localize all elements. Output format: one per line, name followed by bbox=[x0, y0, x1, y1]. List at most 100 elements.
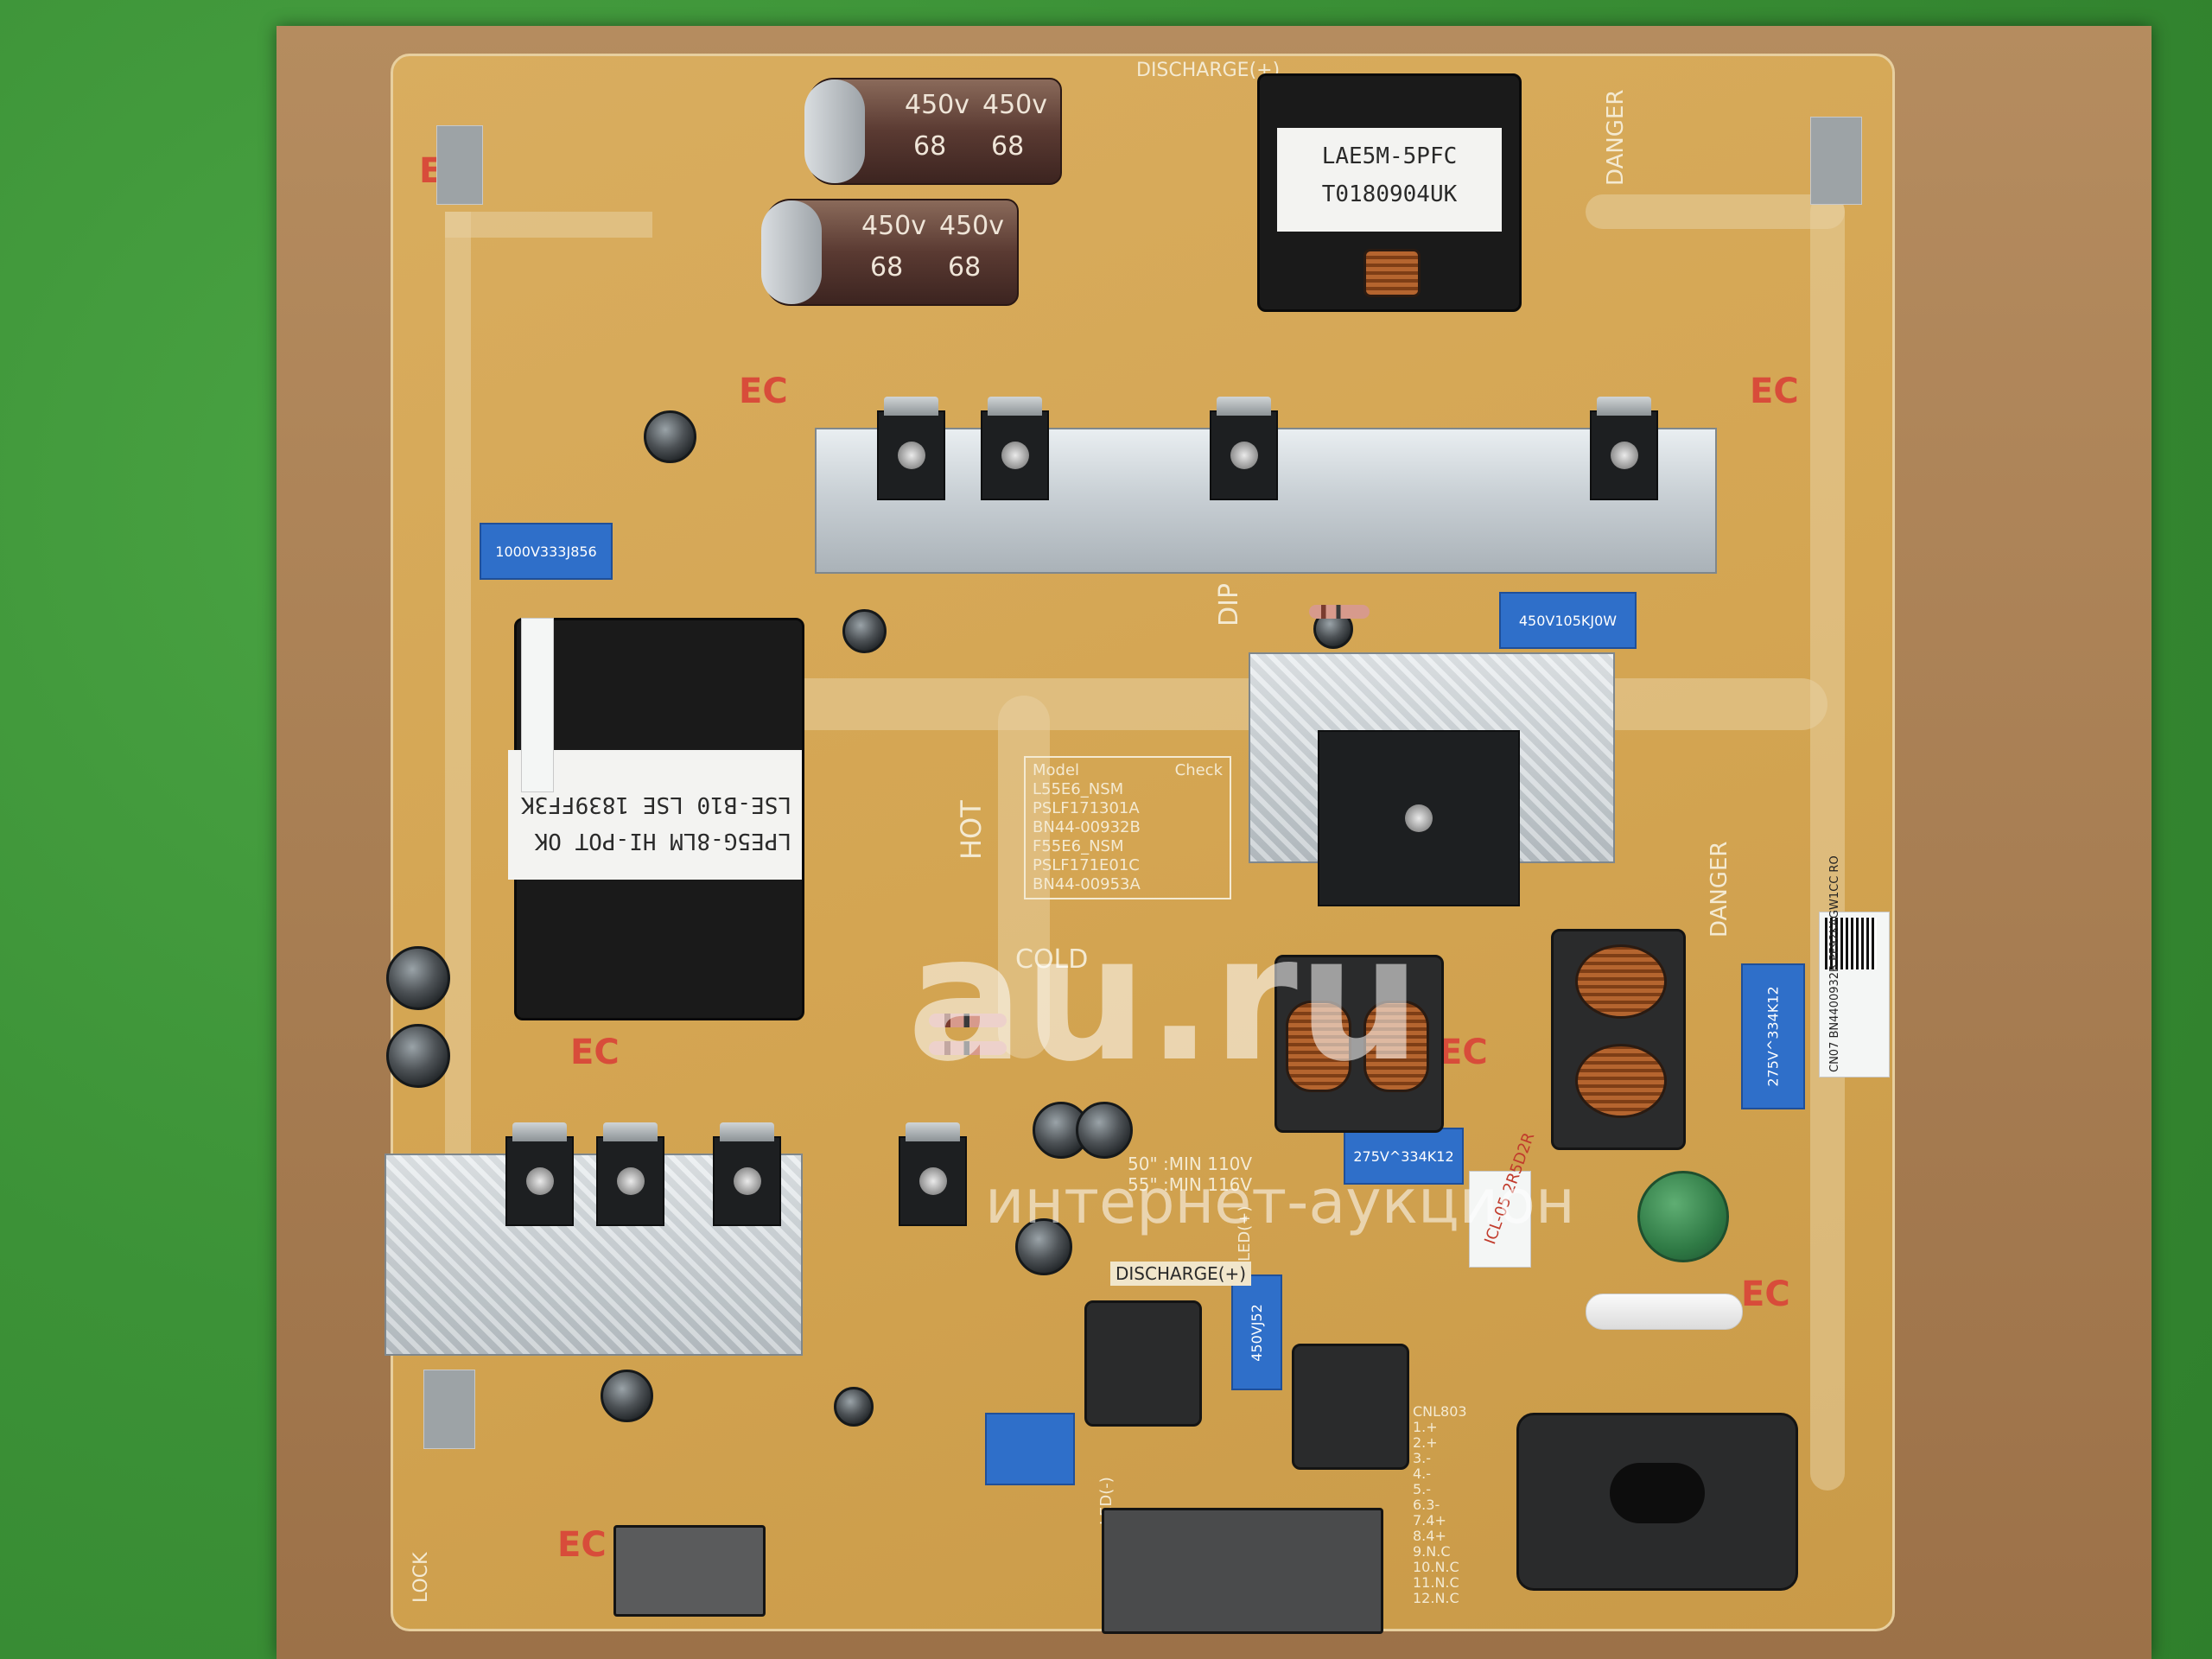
model-row: PSLF171E01C bbox=[1033, 856, 1140, 874]
side-label-line: RO bbox=[1828, 855, 1841, 873]
cnl-pin: 5.- bbox=[1413, 1481, 1432, 1497]
common-mode-choke bbox=[1274, 955, 1444, 1133]
cnl-pin: 2.+ bbox=[1413, 1434, 1438, 1451]
film-capacitor bbox=[985, 1413, 1075, 1485]
model-row: BN44-00932B bbox=[1033, 818, 1141, 836]
copper-winding bbox=[1575, 944, 1667, 1019]
ec-mark: EC bbox=[1439, 1033, 1488, 1072]
electrolytic-capacitor-450v: 450v 450v 68 68 bbox=[761, 199, 1019, 306]
c7-socket bbox=[1610, 1463, 1705, 1523]
electrolytic-capacitor-450v: 450v 450v 68 68 bbox=[804, 78, 1062, 185]
hot-label: HOT bbox=[955, 800, 988, 860]
cnl-pin: 7.4+ bbox=[1413, 1512, 1446, 1529]
mosfet bbox=[877, 397, 945, 500]
mosfet bbox=[981, 397, 1049, 500]
resistor bbox=[929, 1041, 1007, 1055]
inrush-limiter-label: ICL-05 2R5D2R bbox=[1469, 1130, 1538, 1268]
output-inductor bbox=[1084, 1300, 1202, 1427]
cold-label: COLD bbox=[1015, 944, 1089, 975]
cap-voltage-label: 450v bbox=[939, 211, 1005, 241]
mosfet bbox=[1210, 397, 1278, 500]
ac-power-inlet bbox=[1516, 1413, 1798, 1591]
side-label-line: CN07 bbox=[1828, 1041, 1841, 1072]
lock-label: LOCK bbox=[410, 1552, 432, 1603]
min-spec-text: 50" :MIN 110V 55" :MIN 116V bbox=[1128, 1154, 1252, 1195]
cnl-pin: 8.4+ bbox=[1413, 1528, 1446, 1544]
resistor bbox=[1309, 605, 1370, 619]
cap-voltage-label: 450v bbox=[861, 211, 927, 241]
watermark-logo: au.ru bbox=[907, 899, 1421, 1100]
cnl-pin: 12.N.C bbox=[1413, 1590, 1459, 1606]
electrolytic-capacitor bbox=[834, 1387, 874, 1427]
resistor bbox=[929, 1014, 1007, 1027]
copper-winding bbox=[1286, 1001, 1351, 1092]
cnl-pin: 9.N.C bbox=[1413, 1543, 1451, 1560]
side-label-line: BN4400932B bbox=[1828, 964, 1841, 1039]
pfc-transformer: LAE5M-5PFC T0180904UK bbox=[1257, 73, 1522, 312]
qr-code-icon bbox=[1825, 918, 1877, 969]
trace bbox=[445, 212, 471, 1249]
watermark-tagline: интернет-аукцион bbox=[985, 1166, 1575, 1237]
cap-uf-label: 68 bbox=[870, 252, 904, 283]
model-row: PSLF171301A bbox=[1033, 799, 1140, 817]
cap-uf-label: 68 bbox=[991, 131, 1025, 162]
main-flyback-transformer: LPE5G-8LM HI-POT OK LSE-B10 LSE 1839FF3K bbox=[508, 618, 804, 1020]
model-row: F55E6_NSM bbox=[1033, 837, 1124, 855]
cnl-pin: 6.3- bbox=[1413, 1497, 1440, 1513]
mounting-lug bbox=[423, 1370, 475, 1449]
film-cap-label: 275V^334K12 bbox=[1764, 986, 1782, 1087]
film-cap-label: 275V^334K12 bbox=[1353, 1147, 1454, 1165]
mounting-lug bbox=[1810, 117, 1862, 205]
mounting-lug bbox=[436, 125, 483, 205]
cap-uf-label: 68 bbox=[913, 131, 947, 162]
ec-mark: EC bbox=[1741, 1274, 1790, 1314]
copper-winding bbox=[1363, 249, 1421, 297]
film-capacitor: 1000V333J856 bbox=[480, 523, 613, 580]
model-row: L55E6_NSM bbox=[1033, 780, 1124, 798]
electrolytic-capacitor bbox=[1015, 1218, 1072, 1275]
mosfet bbox=[505, 1122, 574, 1226]
min-spec-line: 50" :MIN 110V bbox=[1128, 1154, 1253, 1174]
trace bbox=[1810, 194, 1845, 1491]
barcode-strip bbox=[521, 618, 554, 792]
cap-uf-label: 68 bbox=[948, 252, 982, 283]
electrolytic-capacitor bbox=[386, 946, 450, 1010]
mosfet bbox=[713, 1122, 781, 1226]
connector-pin-list: CNL803 1.+ 2.+ 3.- 4.- 5.- 6.3- 7.4+ 8.4… bbox=[1413, 1404, 1467, 1606]
danger-label-top: DANGER bbox=[1603, 89, 1629, 186]
film-cap-label: 450VJ52 bbox=[1249, 1303, 1265, 1362]
cap-voltage-label: 450v bbox=[982, 90, 1048, 120]
pfc-label-line1: LAE5M-5PFC bbox=[1321, 143, 1458, 169]
cnl-pin: 11.N.C bbox=[1413, 1574, 1459, 1591]
film-capacitor: 450V105KJ0W bbox=[1499, 592, 1637, 649]
cnl-pin: 10.N.C bbox=[1413, 1559, 1459, 1575]
danger-label-bottom: DANGER bbox=[1707, 841, 1732, 938]
fuse bbox=[1586, 1294, 1743, 1330]
ec-mark: EC bbox=[739, 372, 788, 411]
copper-winding bbox=[1363, 1001, 1429, 1092]
output-inductor bbox=[1292, 1344, 1409, 1470]
mosfet bbox=[596, 1122, 664, 1226]
side-label-text: CN07 BN4400932B PF92KAGW1CC RO bbox=[1828, 855, 1841, 1072]
power-supply-board: DISCHARGE(+) DIP HOT COLD DANGER DANGER … bbox=[385, 54, 1895, 1634]
film-cap-label: 1000V333J856 bbox=[495, 543, 597, 560]
trace bbox=[1586, 194, 1845, 229]
film-capacitor: 275V^334K12 bbox=[1741, 963, 1805, 1109]
signal-connector bbox=[613, 1525, 766, 1617]
model-table: Model Check L55E6_NSM PSLF171301A BN44-0… bbox=[1024, 756, 1231, 899]
common-mode-choke bbox=[1551, 929, 1686, 1150]
model-header: Model bbox=[1033, 761, 1080, 779]
pfc-label-line2: T0180904UK bbox=[1321, 181, 1458, 207]
model-row: BN44-00953A bbox=[1033, 875, 1141, 893]
model-check: Check bbox=[1174, 761, 1223, 779]
cnl-pin: 3.- bbox=[1413, 1450, 1432, 1466]
main-xfmr-line1: LPE5G-8LM HI-POT OK bbox=[534, 828, 791, 854]
cnl-header: CNL803 bbox=[1413, 1403, 1467, 1420]
electrolytic-capacitor bbox=[842, 609, 887, 653]
trace bbox=[445, 212, 652, 238]
cnl-pin: 4.- bbox=[1413, 1465, 1432, 1482]
copper-winding bbox=[1575, 1044, 1667, 1118]
barcode-label: CN07 BN4400932B PF92KAGW1CC RO bbox=[1819, 855, 1890, 1077]
electrolytic-capacitor bbox=[601, 1370, 653, 1422]
min-spec-line: 55" :MIN 116V bbox=[1128, 1174, 1253, 1195]
